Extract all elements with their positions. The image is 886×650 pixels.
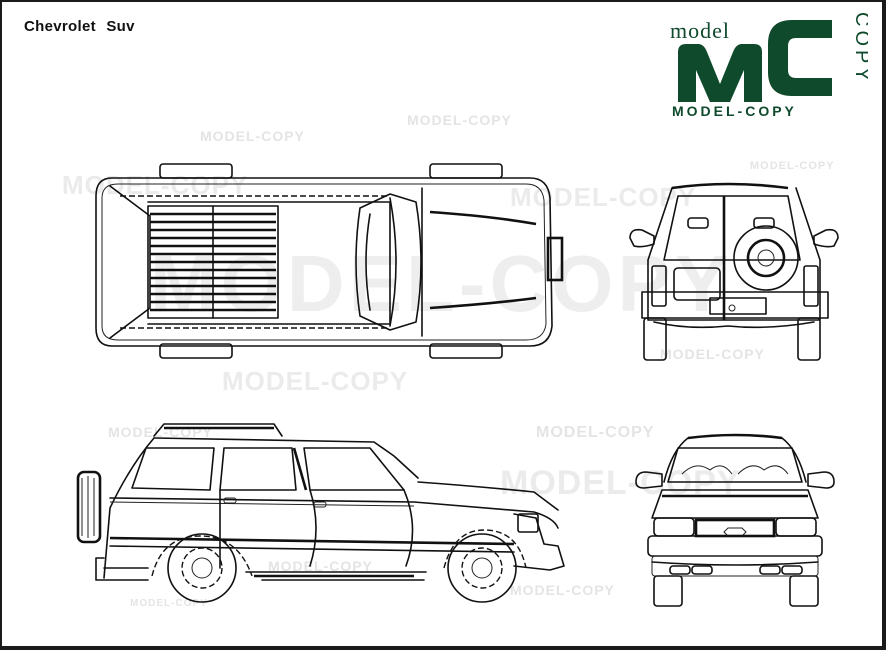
logo-bottom-text: MODEL-COPY	[672, 103, 797, 119]
page-title: Chevrolet Suv	[24, 18, 135, 35]
logo-side-text: COPY	[851, 12, 868, 85]
side-view	[74, 418, 570, 619]
logo-graphic: model COPY MODEL-COPY	[670, 12, 873, 119]
top-view	[90, 158, 580, 368]
logo-top-text: model	[670, 18, 730, 43]
front-view	[632, 430, 838, 615]
rear-view	[628, 170, 842, 370]
model-copy-logo: model COPY MODEL-COPY	[668, 12, 873, 120]
